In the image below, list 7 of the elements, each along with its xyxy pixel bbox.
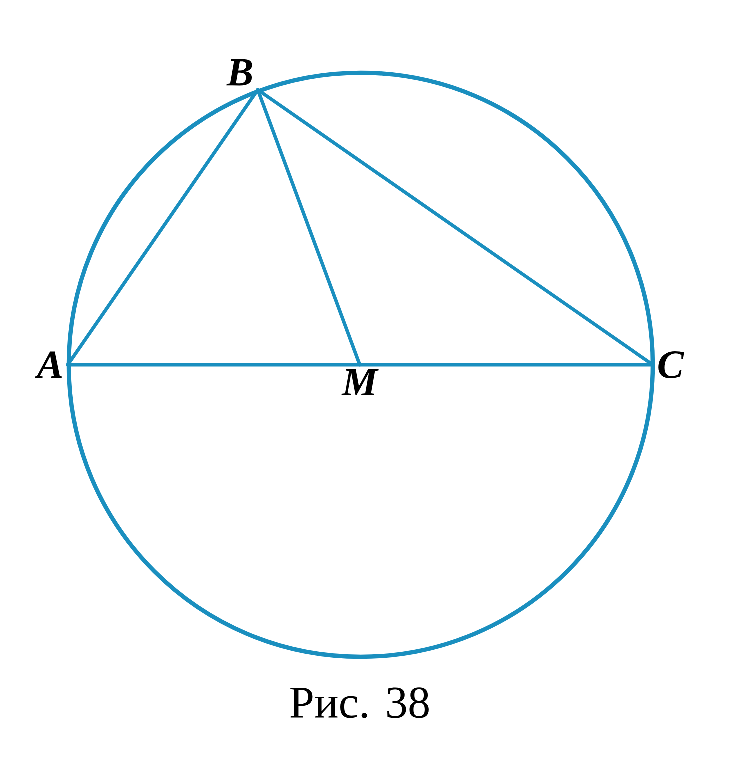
vertex-label: B (226, 59, 252, 86)
vertex-label: M (342, 369, 379, 396)
figure-caption: Рис. 38 (290, 688, 429, 718)
vertex-label: A (34, 352, 62, 378)
vertex-label: C (658, 352, 684, 378)
line-segment (66, 88, 260, 367)
line-segment (256, 88, 362, 367)
